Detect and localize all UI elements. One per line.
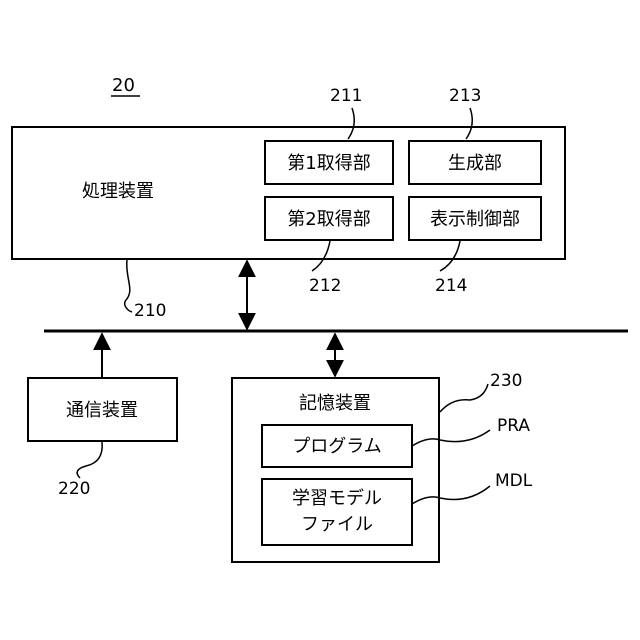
leader-pra	[412, 430, 490, 446]
model-file-label-line1: 学習モデル	[292, 488, 382, 509]
leader-212	[312, 241, 330, 271]
model-file-label-line2: ファイル	[301, 514, 373, 535]
ref-213: 213	[449, 86, 481, 106]
communication-device-label: 通信装置	[66, 400, 138, 421]
leader-230	[440, 384, 488, 412]
ref-230: 230	[490, 371, 522, 391]
leader-210	[125, 260, 132, 312]
storage-device-label: 記憶装置	[299, 393, 371, 414]
leader-214	[440, 241, 460, 271]
display-control-label: 表示制御部	[430, 209, 520, 230]
processing-device-label: 処理装置	[82, 181, 154, 202]
ref-210: 210	[134, 301, 166, 321]
leader-213	[466, 108, 472, 139]
ref-mdl: MDL	[495, 471, 533, 491]
second-acquisition-label: 第2取得部	[287, 209, 370, 230]
program-label: プログラム	[292, 436, 381, 457]
ref-211: 211	[330, 86, 362, 106]
ref-214: 214	[435, 276, 467, 296]
leader-220	[77, 442, 102, 478]
leader-211	[348, 108, 354, 139]
ref-pra: PRA	[497, 416, 530, 436]
leader-mdl	[412, 486, 490, 504]
ref-220: 220	[58, 479, 90, 499]
first-acquisition-label: 第1取得部	[287, 153, 370, 174]
generation-label: 生成部	[448, 153, 502, 174]
ref-212: 212	[309, 276, 341, 296]
figure-number: 20	[112, 75, 135, 96]
